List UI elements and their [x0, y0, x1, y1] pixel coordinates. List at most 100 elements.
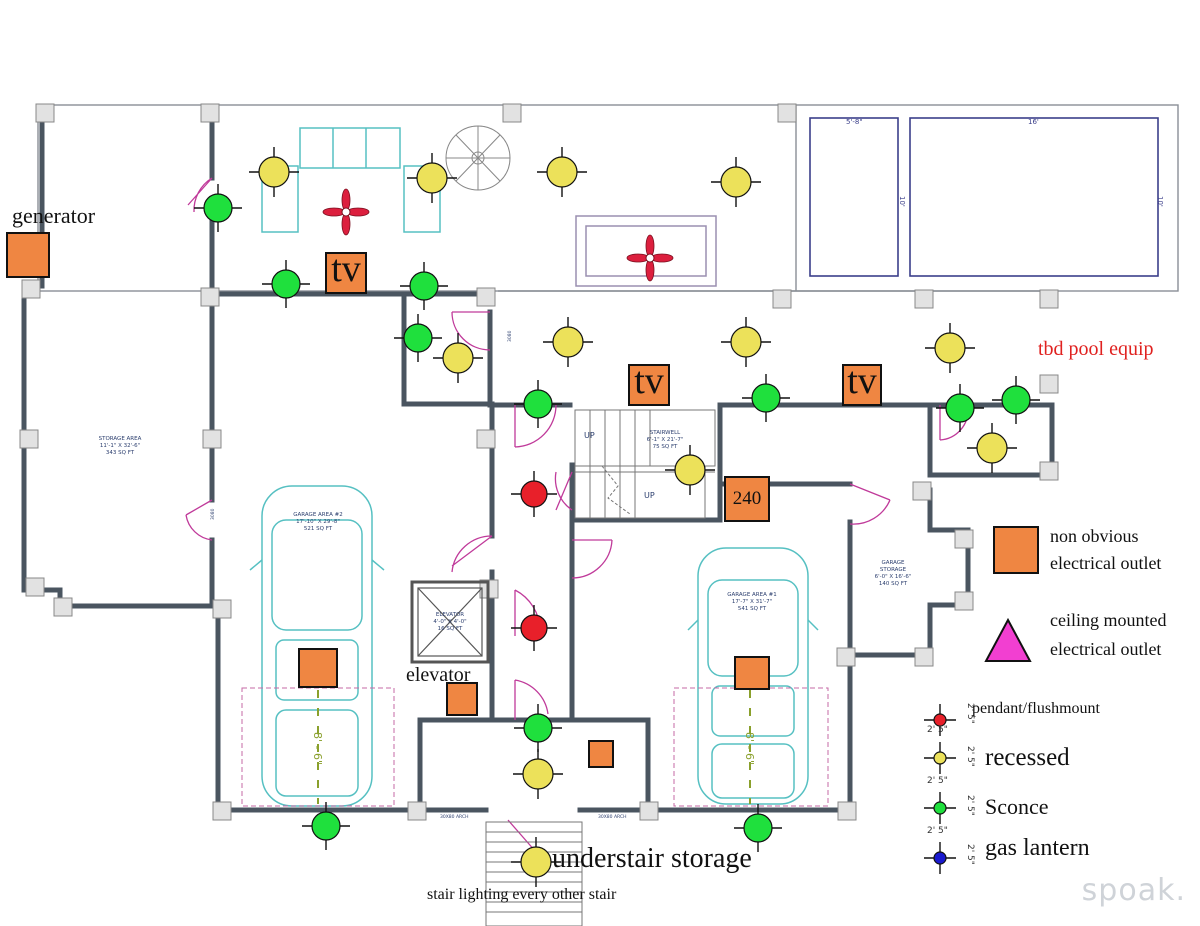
room-storage-area-sqft: 343 SQ FT [106, 450, 135, 456]
outlet-elevator [446, 682, 478, 716]
legend-dim-v3: 2' 5" [965, 795, 975, 816]
recessed-light-icon [407, 153, 457, 203]
sconce-light-icon [262, 260, 310, 308]
legend-dim-v1: 2' 5" [965, 703, 975, 724]
room-garage-storage-2: STORAGE [880, 567, 907, 573]
sconce-light-icon [936, 384, 984, 432]
room-stairwell-sqft: 75 SQ FT [653, 444, 678, 450]
parking-dim-label-2: 8' - 6" [743, 732, 756, 765]
tv-label-2: tv [634, 360, 664, 402]
room-garage-2-dims: 17'-10" X 29'-8" [296, 519, 340, 525]
recessed-light-icon [721, 317, 771, 367]
watermark-logo: spoak. [1081, 873, 1186, 908]
recessed-light-icon [537, 147, 587, 197]
room-garage-storage: GARAGE [881, 560, 905, 566]
sconce-light-icon [514, 704, 562, 752]
sconce-light-icon [394, 314, 442, 362]
arch-label-1: 30X80 ARCH [440, 814, 468, 820]
room-garage-2-sqft: 521 SQ FT [304, 526, 333, 532]
legend-dim-v4: 2' 5" [965, 844, 975, 865]
recessed-light-icon [511, 837, 561, 887]
door-label-b: 3080 [507, 330, 513, 342]
outlet-garage-2 [298, 648, 338, 688]
sconce-light-icon [514, 380, 562, 428]
recessed-light-icon [665, 445, 715, 495]
sconce-light-icon [302, 802, 350, 850]
room-elevator: ELEVATOR [436, 612, 464, 618]
label-tbd-pool-equip: tbd pool equip [1038, 338, 1154, 360]
pool-dim-b: 16' [1028, 118, 1039, 126]
legend-dim-h2: 2' 5" [927, 776, 948, 786]
room-garage-1-dims: 17'-7" X 31'-7" [732, 599, 772, 605]
recessed-light-icon [513, 749, 563, 799]
generator-outlet [6, 232, 50, 278]
room-elevator-sqft: 16 SQ FT [438, 626, 463, 632]
legend-light-symbols [924, 704, 956, 874]
legend-outlet-square [993, 526, 1039, 574]
room-garage-1-sqft: 541 SQ FT [738, 606, 767, 612]
legend-ceiling-outlet-triangle [984, 617, 1032, 662]
recessed-light-icon [925, 323, 975, 373]
stair-up-label-1: UP [584, 431, 595, 440]
elevator-shaft [410, 580, 490, 664]
room-garage-storage-sqft: 140 SQ FT [879, 581, 908, 587]
legend-gas-lantern: gas lantern [985, 835, 1090, 861]
outlet-garage-1 [734, 656, 770, 690]
legend-gas-lantern-icon [924, 842, 956, 874]
legend-non-obvious-line1: non obvious [1050, 526, 1139, 546]
parking-dim-label-1: 8' - 6" [311, 732, 324, 765]
ceiling-fan-icon [626, 234, 674, 282]
label-240: 240 [732, 488, 762, 509]
ceiling-fans [322, 188, 674, 282]
legend-dim-h3: 2' 5" [927, 826, 948, 836]
arch-label-2: 30X80 ARCH [598, 814, 626, 820]
columns [19, 103, 1059, 821]
room-garage-1: GARAGE AREA #1 [727, 592, 776, 598]
legend-sconce: Sconce [985, 794, 1049, 819]
spiral-stair [445, 125, 511, 191]
legend-recessed-icon [924, 742, 956, 774]
legend-dim-v2: 2' 5" [965, 746, 975, 767]
recessed-light-icon [543, 317, 593, 367]
sconce-light-icon [992, 376, 1040, 424]
room-storage-area-dims: 11'-1" X 32'-6" [100, 443, 140, 449]
pool-dim-d: 10' [1156, 196, 1164, 207]
legend-sconce-icon [924, 792, 956, 824]
legend-pendant-icon [924, 704, 956, 736]
recessed-light-icon [433, 333, 483, 383]
pendant-light-icon [511, 471, 557, 517]
tv-label-3: tv [847, 360, 877, 402]
room-storage-area: STORAGE AREA [99, 436, 142, 442]
tv-outlet-center: tv [628, 360, 670, 406]
outlet-240v: 240 [724, 476, 770, 522]
tv-outlet-right: tv [842, 360, 882, 406]
room-garage-2: GARAGE AREA #2 [293, 512, 342, 518]
label-stair-lighting: stair lighting every other stair [427, 886, 617, 903]
legend-pendant: pendant/flushmount [972, 700, 1100, 717]
legend-non-obvious-line2: electrical outlet [1050, 553, 1162, 573]
sconce-light-icon [742, 374, 790, 422]
legend-graphics [984, 526, 1039, 662]
outlet-understair [588, 740, 614, 768]
door-label-a: 3080 [210, 508, 216, 520]
tv-outlet-patio: tv [325, 248, 367, 294]
label-generator: generator [12, 203, 96, 228]
label-elevator: elevator [406, 664, 471, 686]
pool-dim-c: 10' [898, 196, 906, 207]
room-elevator-dims: 4'-0" X 4'-0" [433, 619, 466, 625]
pendant-light-icon [511, 605, 557, 651]
ceiling-fan-icon [322, 188, 370, 236]
doors [185, 177, 969, 853]
sconce-light-icon [734, 804, 782, 852]
room-stairwell-dims: 6'-1" X 21'-7" [647, 437, 684, 443]
recessed-light-icon [249, 147, 299, 197]
recessed-light-icon [711, 157, 761, 207]
pool-area [809, 117, 1159, 277]
sconce-light-icon [400, 262, 448, 310]
parking-dim-lines [317, 690, 751, 804]
room-garage-storage-dims: 6'-0" X 16'-6" [875, 574, 912, 580]
label-understair-storage: understair storage [552, 843, 752, 874]
legend-ceiling-line1: ceiling mounted [1050, 610, 1167, 630]
pool-dim-a: 5'-8" [846, 118, 863, 126]
